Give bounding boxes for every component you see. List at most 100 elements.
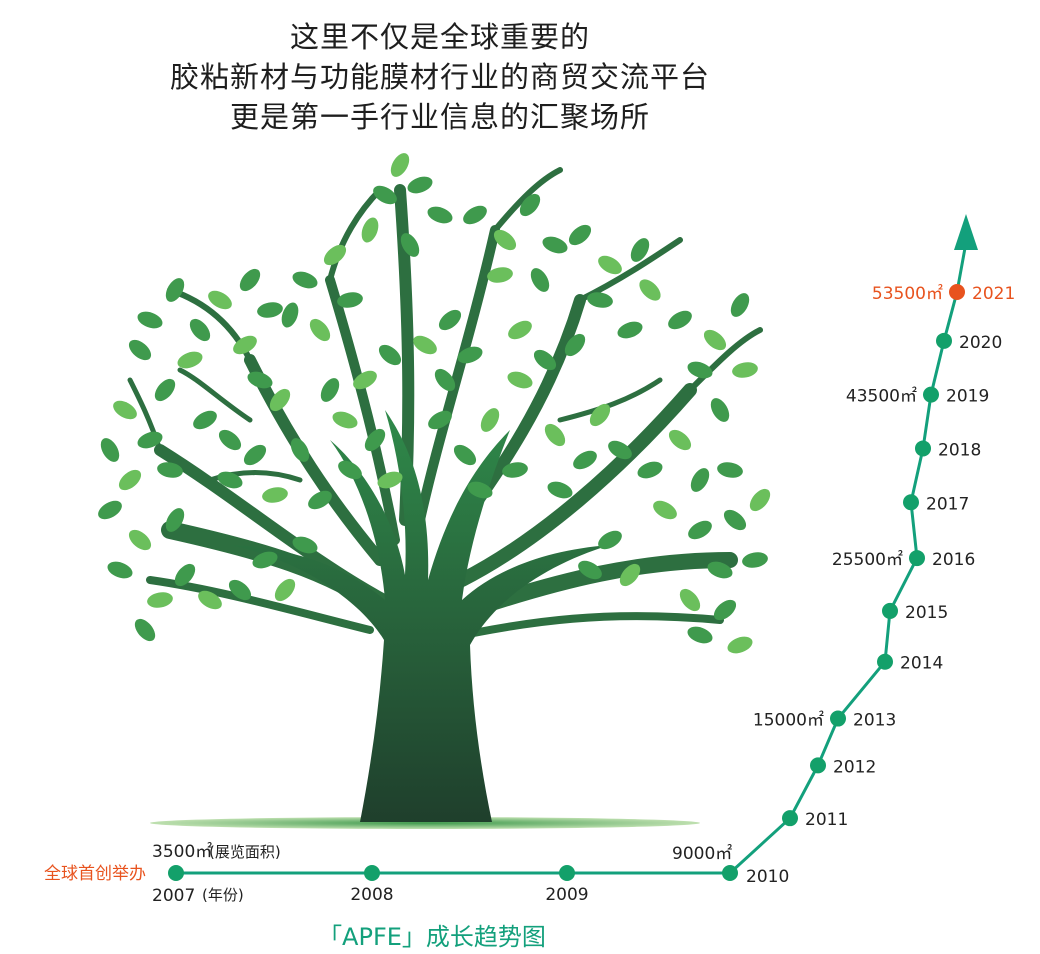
tree-leaf (508, 320, 532, 340)
year-label-2015: 2015 (905, 603, 948, 623)
tree-leaf (113, 400, 137, 420)
tree-branch (415, 225, 500, 525)
data-point-2019 (923, 386, 939, 403)
area-note-label: (展览面积) (209, 843, 281, 861)
tree-leaf (323, 244, 347, 266)
tree-leaf (217, 471, 243, 489)
tree-leaf (332, 411, 358, 429)
area-label-2007: 3500㎡ (152, 842, 212, 862)
tree-leaf (274, 578, 296, 602)
tree-leaf (308, 490, 332, 510)
tree-leaf (619, 563, 641, 587)
tree-leaf (98, 500, 122, 520)
tree-leaf (578, 560, 602, 580)
tree-branch (492, 167, 563, 233)
year-label-2019: 2019 (946, 387, 989, 407)
tree-leaf (177, 351, 203, 369)
tree-leaf (292, 536, 318, 554)
tree-leaf (193, 410, 217, 430)
tree-leaf (687, 361, 713, 379)
tree-leaf (247, 371, 273, 389)
tree-leaf (480, 408, 500, 432)
tree-leaf (100, 438, 120, 462)
tree-leaf (137, 311, 163, 329)
tree-leaf (438, 309, 462, 331)
tree-leaf (688, 520, 712, 540)
tree-leaf (427, 206, 453, 224)
year-label-2007: 2007 (152, 886, 195, 906)
tree-trunk (230, 410, 610, 822)
data-point-2014 (877, 653, 893, 670)
tree-leaf (502, 462, 528, 478)
tree-leaf (189, 318, 211, 342)
data-point-2016 (909, 550, 925, 567)
data-point-2012 (810, 757, 826, 774)
tree-leaf (290, 438, 310, 462)
year-label-2020: 2020 (959, 333, 1002, 353)
tree-leaf (262, 487, 288, 503)
year-label-2010: 2010 (746, 867, 789, 887)
year-label-2017: 2017 (926, 494, 969, 514)
tree-leaf (617, 321, 643, 339)
tree-leaf (630, 238, 650, 262)
tree-leaf (309, 318, 331, 342)
tree-leaf (487, 267, 513, 283)
year-label-2013: 2013 (853, 711, 896, 731)
tree-leaf (338, 460, 362, 480)
trend-arrow-head (954, 214, 978, 250)
data-point-2020 (936, 332, 952, 349)
area-label-2021: 53500㎡ (872, 284, 943, 304)
tree-leaf (530, 268, 550, 292)
data-point-2011 (782, 810, 798, 827)
tree-leaf (107, 561, 133, 579)
year-label-2008: 2008 (350, 885, 393, 905)
tree-leaf (713, 599, 737, 621)
tree-leaf (239, 268, 261, 292)
tree-leaf (453, 444, 477, 466)
tree-leaf (608, 440, 632, 460)
tree-leaf (378, 344, 402, 366)
tree-leaf (233, 335, 257, 355)
data-point-2018 (915, 440, 931, 457)
tree-branch (455, 383, 697, 587)
headline-line-2: 胶粘新材与功能膜材行业的商贸交流平台 (169, 60, 710, 94)
tree-branch (177, 367, 253, 423)
tree-leaf (493, 229, 517, 251)
tree-ground-shadow (150, 817, 700, 829)
tree-leaves (98, 153, 771, 654)
tree-leaf (533, 349, 557, 371)
tree-leaf (542, 236, 568, 254)
year-label-2011: 2011 (805, 810, 848, 830)
tree-leaf (703, 329, 727, 351)
tree-leaf (157, 462, 183, 478)
tree-leaf (639, 279, 661, 301)
tree-leaf (710, 398, 730, 422)
tree-leaf (717, 462, 743, 478)
tree-leaf (373, 185, 397, 205)
tree-leaf (377, 471, 403, 489)
trend-line (176, 247, 967, 875)
tree-leaf (165, 508, 185, 532)
tree-leaf (687, 626, 713, 644)
tree-leaf (653, 500, 677, 520)
tree-branch (577, 237, 683, 303)
tree-leaf (208, 290, 232, 310)
tree-leaf (361, 217, 379, 243)
year-note-label: (年份) (202, 886, 244, 904)
tree-leaf (668, 310, 692, 330)
tree-leaf (742, 552, 768, 568)
tree-leaf (428, 410, 452, 430)
tree-leaf (457, 346, 483, 364)
tree-leaf (198, 590, 222, 610)
year-label-2016: 2016 (932, 550, 975, 570)
tree-branch (325, 275, 400, 545)
tree-leaf (727, 636, 753, 654)
tree-leaf (243, 444, 267, 466)
tree-leaf (337, 292, 363, 308)
tree-leaf (320, 378, 340, 402)
tree-leaf (174, 563, 196, 587)
tree-leaf (707, 561, 733, 579)
tree-leaf (128, 529, 152, 551)
tree-leaf (732, 362, 758, 378)
tree-leaf (147, 592, 173, 608)
